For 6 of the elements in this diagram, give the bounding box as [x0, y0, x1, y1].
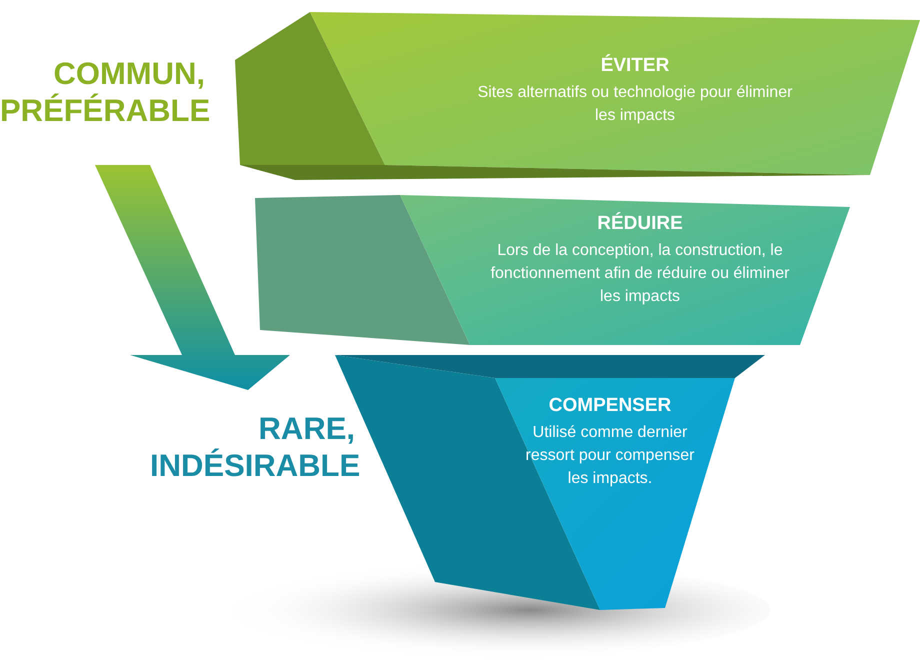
tier-description: Sites alternatifs ou technologie pour éliminer les impacts: [476, 83, 794, 126]
tier-heading: RÉDUIRE: [596, 213, 684, 235]
tier-heading: ÉVITER: [600, 55, 670, 77]
tier-heading: COMPENSER: [548, 395, 672, 417]
tier-description: Utilisé comme dernier ressort pour compenser les impacts.: [525, 423, 695, 490]
tier-description: Lors de la conception, la construction, le fonctionnement afin de réduire ou éliminer les impacts: [490, 241, 790, 308]
